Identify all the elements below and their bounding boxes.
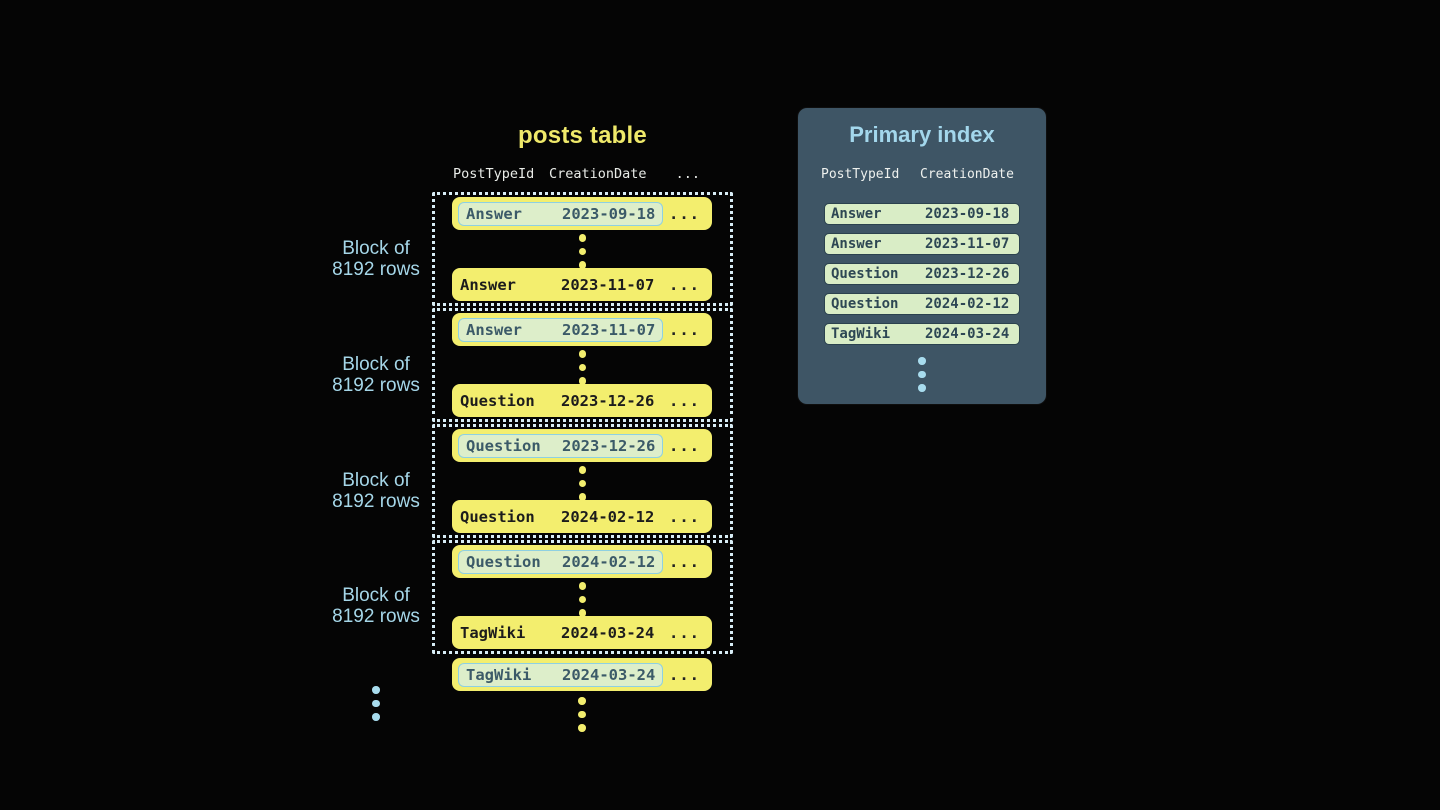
- cell-posttypeid: Question: [466, 552, 541, 571]
- more-blocks-dots: [372, 686, 380, 721]
- block-label-line2: 8192 rows: [332, 259, 420, 280]
- indexed-values-highlight: Question 2023-12-26: [458, 433, 664, 458]
- table-row: TagWiki 2024-03-24 ...: [452, 616, 712, 649]
- index-header-posttypeid: PostTypeId: [821, 167, 900, 182]
- block-label-4: Block of 8192 rows: [316, 585, 436, 627]
- cell-posttypeid: Question: [460, 391, 535, 410]
- posts-header-posttypeid: PostTypeId: [453, 166, 535, 182]
- cell-posttypeid: Question: [466, 436, 541, 455]
- row-more-columns: ...: [669, 204, 700, 223]
- posts-table-title: posts table: [518, 122, 647, 149]
- cell-posttypeid: Answer: [466, 204, 522, 223]
- table-row: Question 2023-12-26 ...: [452, 429, 712, 462]
- table-row: Answer 2023-11-07 ...: [452, 268, 712, 301]
- cell-posttypeid: Answer: [466, 320, 522, 339]
- row-block-2: Answer 2023-11-07 ... Question 2023-12-2…: [432, 308, 733, 422]
- block-label-3: Block of 8192 rows: [316, 470, 436, 512]
- index-entry: Answer 2023-11-07: [824, 233, 1020, 255]
- cell-creationdate: 2023-11-07: [561, 275, 655, 294]
- cell-creationdate: 2023-12-26: [561, 391, 655, 410]
- row-more-columns: ...: [669, 436, 700, 455]
- cell-creationdate: 2024-02-12: [925, 296, 1010, 312]
- more-index-entries-dots: [798, 357, 1046, 392]
- cell-posttypeid: Answer: [831, 206, 882, 222]
- cell-creationdate: 2023-11-07: [562, 320, 656, 339]
- block-label-line1: Block of: [342, 470, 410, 491]
- index-entry: Answer 2023-09-18: [824, 203, 1020, 225]
- table-row: Question 2024-02-12 ...: [452, 500, 712, 533]
- cell-creationdate: 2024-03-24: [561, 623, 655, 642]
- posts-header-more-columns: ...: [675, 166, 700, 182]
- cell-posttypeid: TagWiki: [460, 623, 526, 642]
- omitted-rows-dots: [435, 466, 730, 501]
- table-row: TagWiki 2024-03-24 ...: [452, 658, 712, 691]
- block-label-line1: Block of: [342, 238, 410, 259]
- cell-posttypeid: TagWiki: [831, 326, 891, 342]
- primary-index-column-headers: PostTypeId CreationDate: [798, 167, 1046, 182]
- omitted-rows-dots: [435, 582, 730, 617]
- cell-creationdate: 2024-02-12: [562, 552, 656, 571]
- table-row: Question 2024-02-12 ...: [452, 545, 712, 578]
- cell-posttypeid: Answer: [831, 236, 882, 252]
- cell-creationdate: 2023-09-18: [562, 204, 656, 223]
- indexed-values-highlight: Question 2024-02-12: [458, 549, 664, 574]
- block-label-line1: Block of: [342, 354, 410, 375]
- cell-creationdate: 2023-09-18: [925, 206, 1010, 222]
- posts-header-creationdate: CreationDate: [549, 166, 647, 182]
- indexed-values-highlight: Answer 2023-09-18: [458, 201, 664, 226]
- primary-index-title: Primary index: [849, 122, 995, 147]
- cell-posttypeid: Question: [831, 296, 899, 312]
- cell-creationdate: 2023-12-26: [562, 436, 656, 455]
- block-label-line2: 8192 rows: [332, 491, 420, 512]
- omitted-rows-dots: [435, 234, 730, 269]
- indexed-values-highlight: Answer 2023-11-07: [458, 317, 664, 342]
- block-label-line1: Block of: [342, 585, 410, 606]
- cell-creationdate: 2024-03-24: [562, 665, 656, 684]
- table-row: Question 2023-12-26 ...: [452, 384, 712, 417]
- table-row: Answer 2023-09-18 ...: [452, 197, 712, 230]
- index-header-creationdate: CreationDate: [920, 167, 1014, 182]
- row-more-columns: ...: [669, 665, 700, 684]
- cell-creationdate: 2024-03-24: [925, 326, 1010, 342]
- cell-posttypeid: Question: [460, 507, 535, 526]
- row-more-columns: ...: [669, 623, 700, 642]
- row-block-3: Question 2023-12-26 ... Question 2024-02…: [432, 424, 733, 538]
- omitted-rows-dots: [435, 350, 730, 385]
- index-entry: Question 2024-02-12: [824, 293, 1020, 315]
- primary-index-panel: Primary index PostTypeId CreationDate An…: [798, 108, 1046, 404]
- block-label-line2: 8192 rows: [332, 606, 420, 627]
- index-entry: Question 2023-12-26: [824, 263, 1020, 285]
- row-more-columns: ...: [669, 552, 700, 571]
- row-block-1: Answer 2023-09-18 ... Answer 2023-11-07 …: [432, 192, 733, 306]
- row-more-columns: ...: [669, 320, 700, 339]
- cell-posttypeid: Answer: [460, 275, 516, 294]
- cell-creationdate: 2023-11-07: [925, 236, 1010, 252]
- cell-posttypeid: TagWiki: [466, 665, 532, 684]
- cell-creationdate: 2023-12-26: [925, 266, 1010, 282]
- indexed-values-highlight: TagWiki 2024-03-24: [458, 662, 664, 687]
- row-block-4: Question 2024-02-12 ... TagWiki 2024-03-…: [432, 540, 733, 654]
- row-more-columns: ...: [669, 275, 700, 294]
- index-entry: TagWiki 2024-03-24: [824, 323, 1020, 345]
- row-more-columns: ...: [669, 391, 700, 410]
- cell-creationdate: 2024-02-12: [561, 507, 655, 526]
- block-label-1: Block of 8192 rows: [316, 238, 436, 280]
- block-label-line2: 8192 rows: [332, 375, 420, 396]
- row-more-columns: ...: [669, 507, 700, 526]
- posts-table-column-headers: PostTypeId CreationDate ...: [432, 166, 733, 182]
- more-rows-dots: [578, 697, 586, 732]
- cell-posttypeid: Question: [831, 266, 899, 282]
- table-row: Answer 2023-11-07 ...: [452, 313, 712, 346]
- block-label-2: Block of 8192 rows: [316, 354, 436, 396]
